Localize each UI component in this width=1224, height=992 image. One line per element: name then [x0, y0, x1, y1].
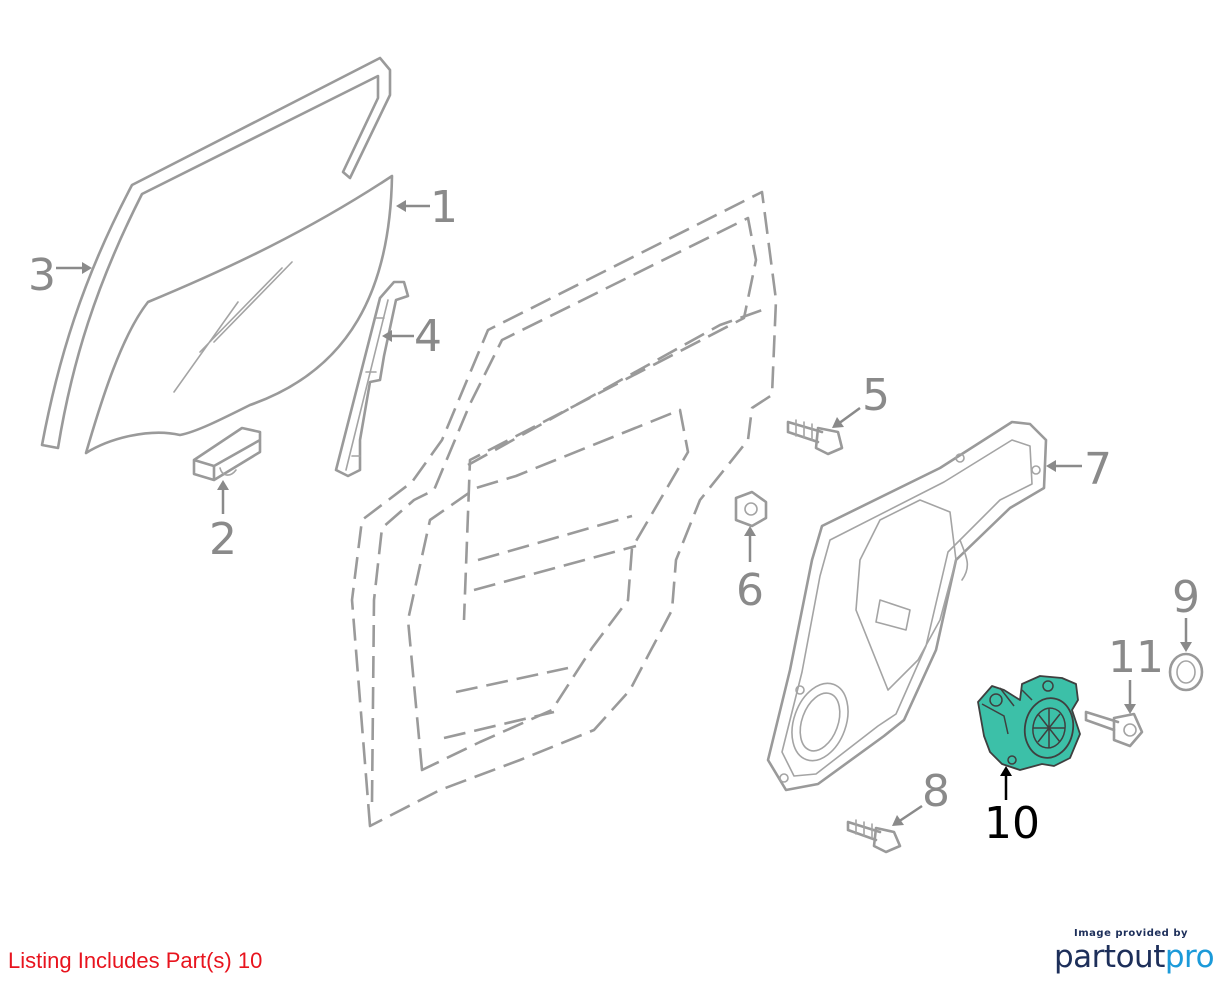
callout-7: 7 — [1084, 444, 1112, 495]
brand-accent: pro — [1164, 939, 1215, 975]
callout-6: 6 — [736, 565, 764, 616]
brand-logo: partoutpro — [1054, 939, 1215, 975]
part-1-door-glass — [84, 174, 394, 455]
door-shell-outline — [350, 190, 778, 828]
leader-1 — [396, 200, 430, 212]
part-3-run-channel — [40, 56, 392, 450]
callout-11: 11 — [1108, 632, 1164, 683]
callout-5: 5 — [862, 370, 890, 421]
credit-line: Image provided by — [1074, 928, 1188, 939]
part-5-bolt — [786, 419, 844, 456]
callout-1: 1 — [430, 182, 458, 233]
callout-10: 10 — [984, 798, 1040, 849]
leader-4 — [382, 330, 414, 342]
leader-7 — [1046, 460, 1082, 472]
brand-main: partout — [1054, 939, 1165, 975]
leader-8 — [892, 804, 923, 826]
listing-note: Listing Includes Part(s) 10 — [8, 948, 263, 973]
part-6-nut — [734, 490, 768, 528]
callout-4: 4 — [414, 311, 442, 362]
part-11-bolt — [1084, 710, 1144, 748]
leader-3 — [56, 262, 92, 274]
leader-9 — [1180, 618, 1192, 652]
part-9-washer — [1168, 652, 1204, 692]
image-credit: Image provided by partoutpro — [1054, 928, 1215, 975]
part-7-module-panel — [766, 420, 1048, 792]
leader-2 — [217, 480, 229, 514]
leader-5 — [832, 406, 861, 428]
leader-10 — [1000, 766, 1012, 800]
part-10-regulator-motor — [977, 675, 1081, 771]
callout-9: 9 — [1172, 572, 1200, 623]
leader-6 — [744, 526, 756, 562]
part-2-glass-holder — [192, 426, 262, 482]
callout-3: 3 — [28, 250, 56, 301]
callout-2: 2 — [209, 514, 237, 565]
part-4-rear-channel — [334, 280, 410, 478]
leader-11 — [1124, 680, 1136, 714]
part-8-bolt — [846, 819, 902, 854]
callout-8: 8 — [922, 766, 950, 817]
